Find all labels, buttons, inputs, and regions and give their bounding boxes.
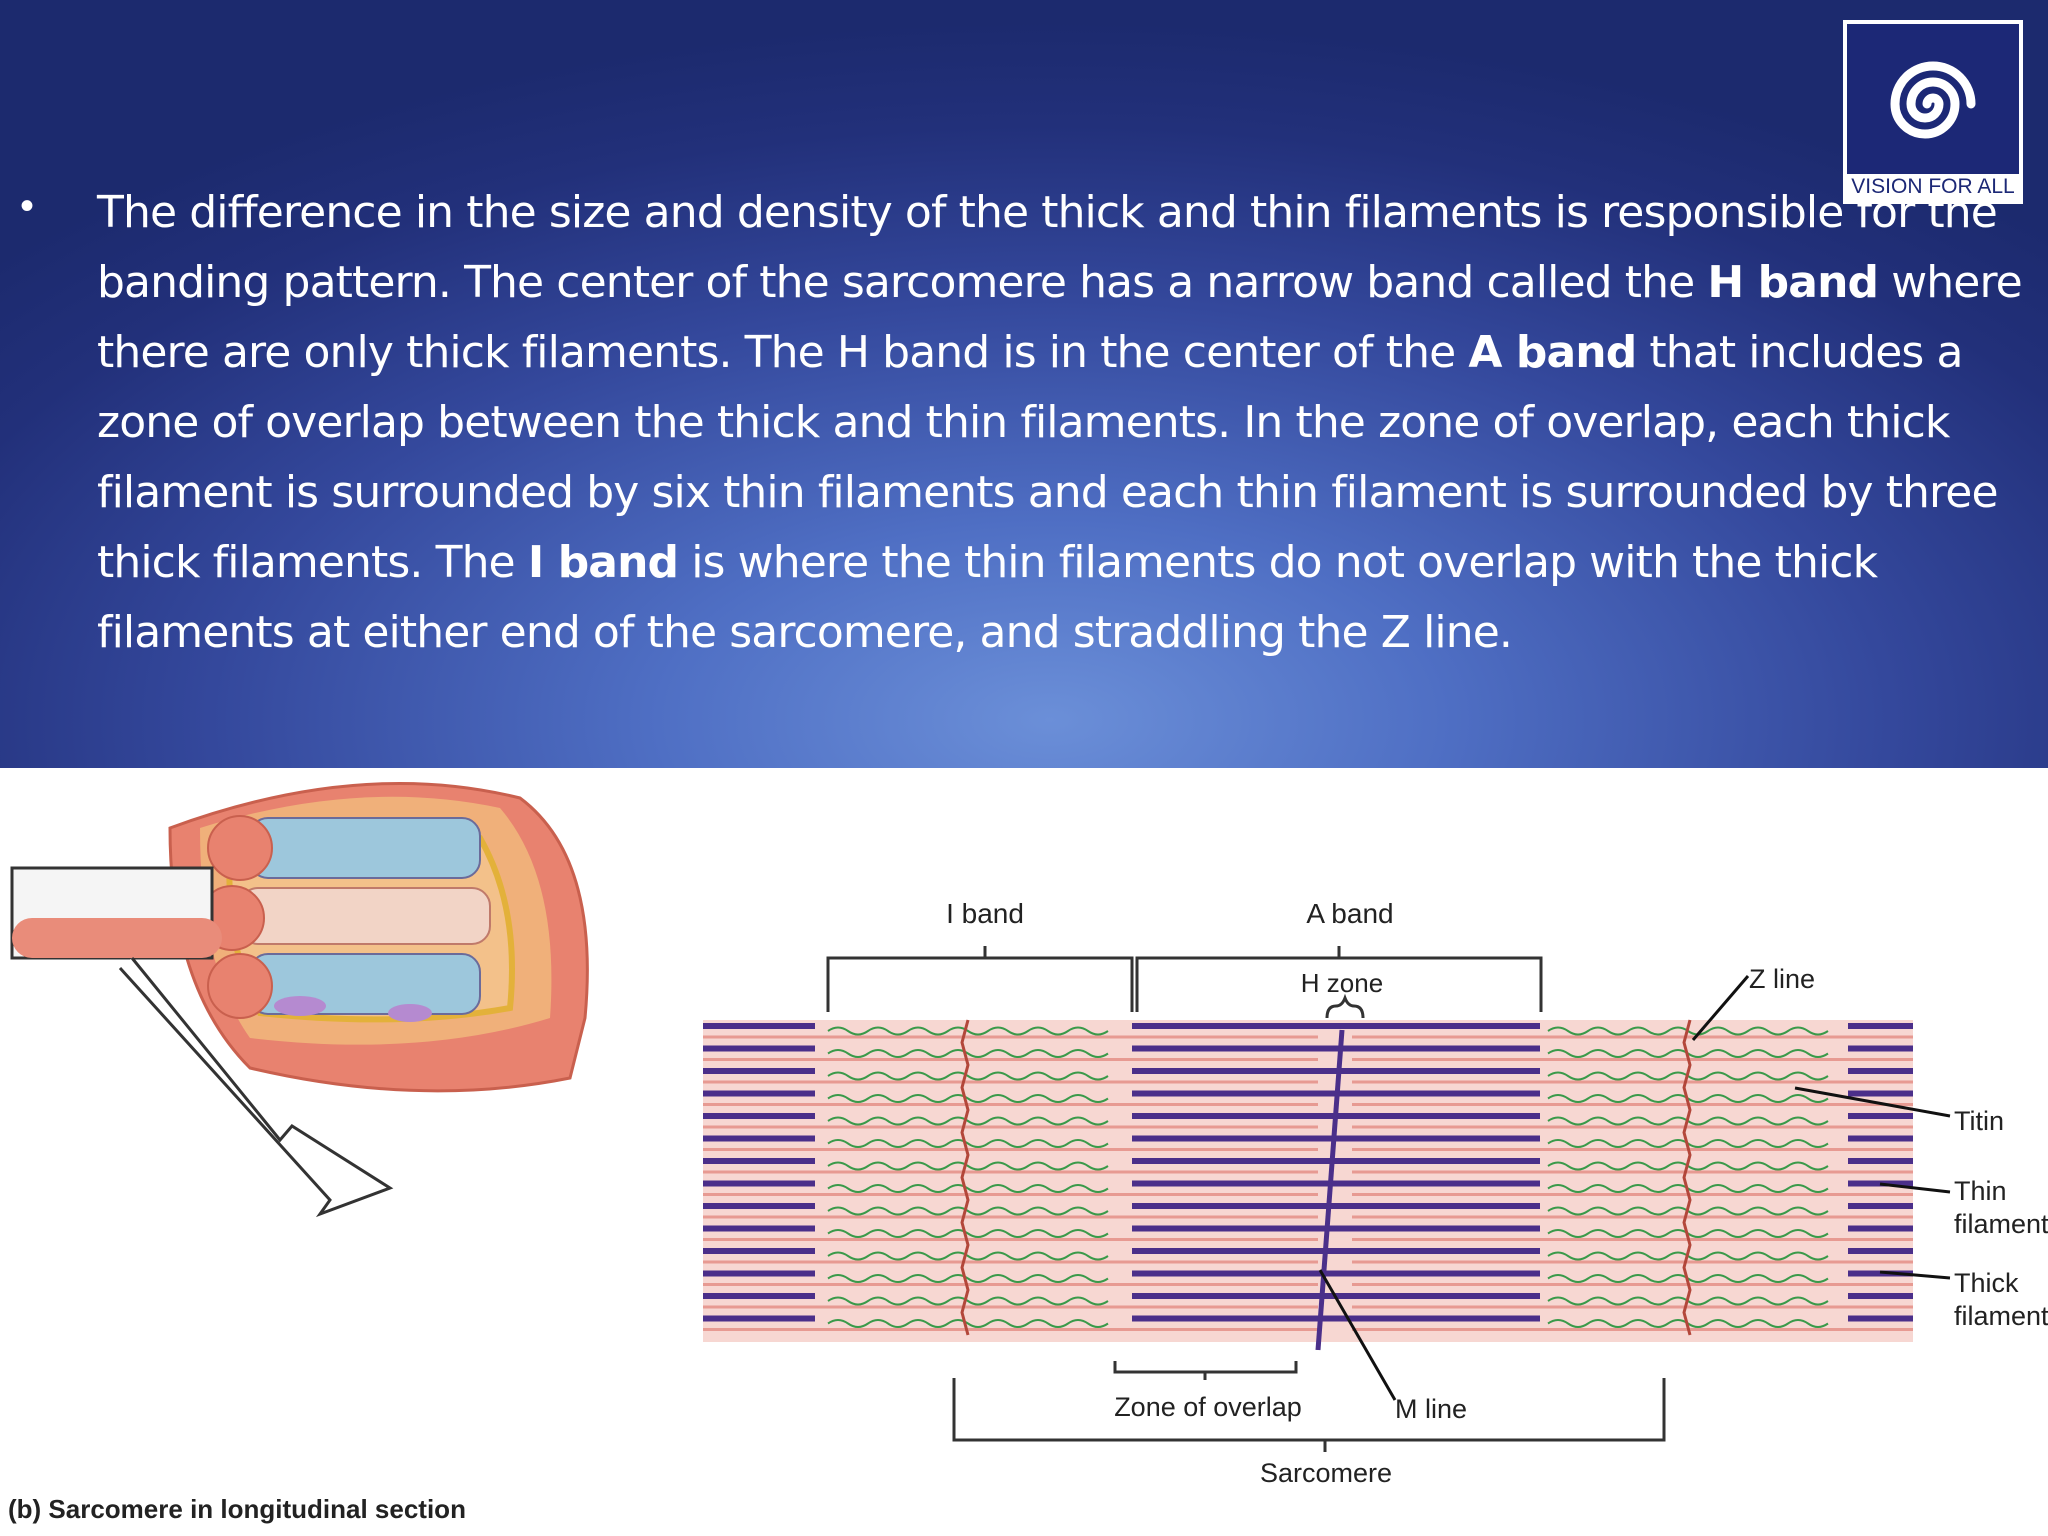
vision-for-all-logo: VISION FOR ALL	[1843, 20, 2023, 204]
slide-header-background	[0, 0, 2048, 768]
m-line-label: M line	[1395, 1394, 1467, 1424]
titin-wave	[827, 1094, 1109, 1103]
bullet-marker: •	[20, 184, 35, 228]
titin-wave	[827, 1116, 1109, 1126]
thin-filament-pointer	[1879, 1182, 1951, 1194]
titin-wave	[827, 1296, 1109, 1306]
sarcomere-diagram: I band A band H zone Z line Titin Thin f…	[0, 768, 2048, 1536]
zone-of-overlap-label: Zone of overlap	[1114, 1392, 1302, 1422]
titin-wave	[827, 1161, 1109, 1171]
i-band-label: I band	[946, 898, 1024, 929]
paragraph-text: The difference in the size and density o…	[97, 187, 1998, 308]
z-line	[1682, 1019, 1692, 1336]
diagram-caption: (b) Sarcomere in longitudinal section	[8, 1494, 466, 1524]
titin-wave	[827, 1071, 1109, 1081]
z-line	[960, 1019, 970, 1336]
sarcomere-bracket	[952, 1378, 1666, 1452]
filament-rows	[703, 1019, 1913, 1351]
z-line-label: Z line	[1749, 964, 1815, 994]
titin-wave	[827, 1026, 1109, 1036]
h-band-term: H band	[1707, 257, 1879, 308]
thin-filament-label-line1: Thin	[1954, 1176, 2007, 1206]
titin-wave	[827, 1206, 1109, 1216]
titin-wave	[827, 1251, 1109, 1261]
zoom-arrow	[118, 957, 394, 1218]
m-line	[1315, 1029, 1345, 1351]
h-zone-label: H zone	[1301, 968, 1383, 998]
i-band-term: I band	[527, 537, 679, 588]
paragraph-text: that includes a zone of overlap between …	[97, 327, 1999, 588]
spiral-eye-icon	[1890, 61, 1976, 139]
titin-wave	[827, 1184, 1109, 1193]
a-band-term: A band	[1468, 327, 1637, 378]
thin-filament-label-line2: filament	[1954, 1209, 2048, 1239]
titin-pointer	[1794, 1086, 1951, 1118]
m-line-pointer	[1318, 1269, 1397, 1401]
thick-filament-pointer	[1879, 1270, 1951, 1280]
body-paragraph: The difference in the size and density o…	[97, 178, 2032, 668]
paragraph-text: where there are only thick filaments. Th…	[97, 257, 2023, 378]
logo-caption: VISION FOR ALL	[1847, 174, 2019, 200]
h-zone-brace	[1325, 993, 1365, 1019]
thick-filament-label-line2: filament	[1954, 1301, 2048, 1331]
sarcomere-label: Sarcomere	[1260, 1458, 1392, 1488]
titin-wave	[827, 1229, 1109, 1238]
titin-wave	[827, 1274, 1109, 1283]
i-band-bracket	[826, 956, 1134, 1012]
a-band-label: A band	[1306, 898, 1393, 929]
z-line-pointer	[1691, 975, 1750, 1041]
muscle-fiber-illustration	[10, 781, 589, 1218]
titin-wave	[827, 1139, 1109, 1148]
paragraph-text: is where the thin filaments do not overl…	[97, 537, 1878, 658]
titin-wave	[827, 1319, 1109, 1328]
thick-filament-label-line1: Thick	[1954, 1268, 2019, 1298]
titin-wave	[827, 1049, 1109, 1058]
titin-label: Titin	[1954, 1106, 2004, 1136]
zone-overlap-brace	[1113, 1361, 1298, 1380]
